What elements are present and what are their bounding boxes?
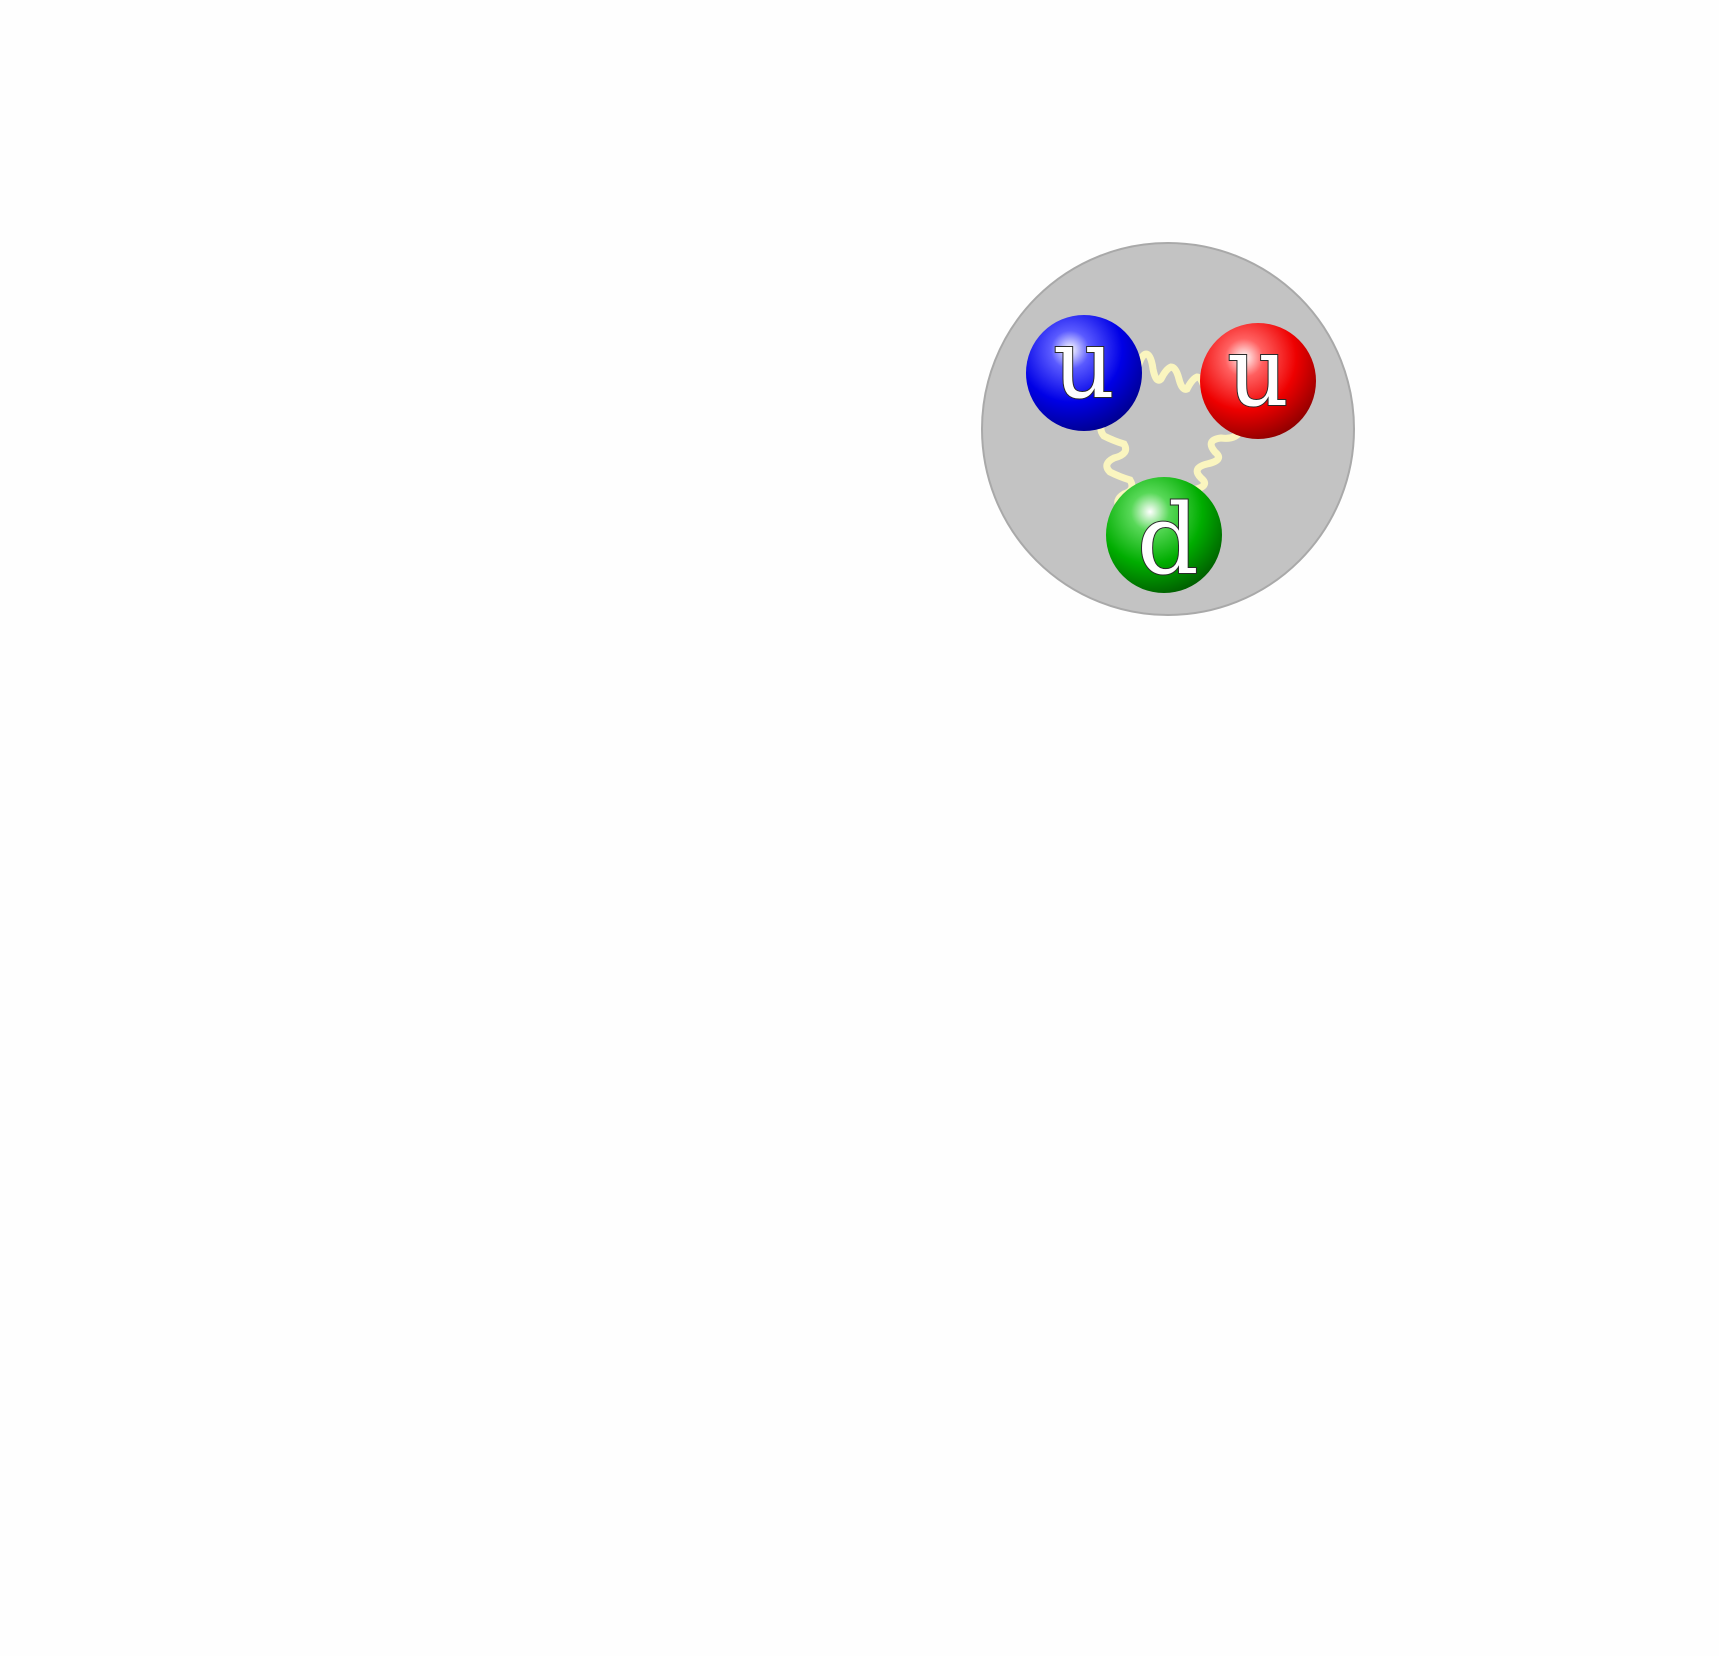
quark-up-1-label: u — [1053, 308, 1115, 420]
quark-down-sphere — [1106, 477, 1222, 593]
gluon-link-up1-up2 — [1132, 350, 1210, 401]
quark-down: d — [1106, 477, 1222, 597]
quark-down-label: d — [1137, 484, 1198, 596]
quark-up-2: u — [1200, 315, 1316, 439]
quark-up-1-sphere — [1026, 315, 1142, 431]
quark-up-2-sphere — [1200, 323, 1316, 439]
quark-up-2-label: u — [1227, 316, 1289, 428]
quark-up-1: u — [1026, 307, 1142, 431]
